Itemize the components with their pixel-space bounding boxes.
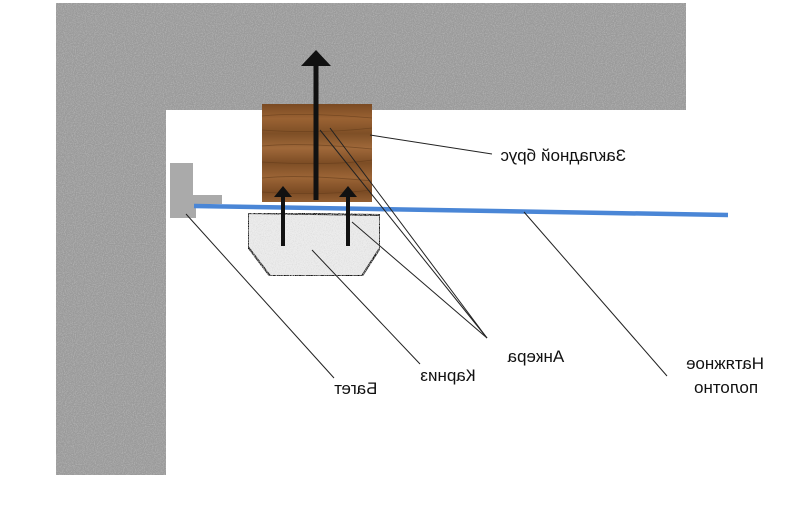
cornice [247, 211, 381, 277]
leader-anchor-3 [351, 221, 488, 339]
baguette-profile [170, 163, 222, 218]
leader-film [523, 211, 668, 377]
label-anchors: Анкера [507, 347, 564, 366]
concrete-slab [56, 3, 686, 475]
main-anchor-head [301, 50, 331, 66]
label-stretch-film-line2: полотно [694, 378, 758, 397]
leader-anchor-2 [329, 127, 488, 339]
label-stretch-film-line1: Натяжное [686, 354, 764, 373]
anchor-arrows [274, 50, 357, 246]
leader-baguette [185, 213, 335, 379]
label-cornice: Карниз [420, 366, 476, 385]
label-baguette: Багет [334, 379, 377, 398]
right-anchor-head [339, 186, 357, 197]
leader-lines [185, 127, 668, 379]
label-embedded-beam: Закладной брус [500, 146, 626, 165]
leader-anchor-1 [319, 129, 488, 339]
leader-beam [369, 134, 493, 155]
leader-cornice [311, 249, 421, 365]
left-anchor-head [274, 186, 292, 197]
